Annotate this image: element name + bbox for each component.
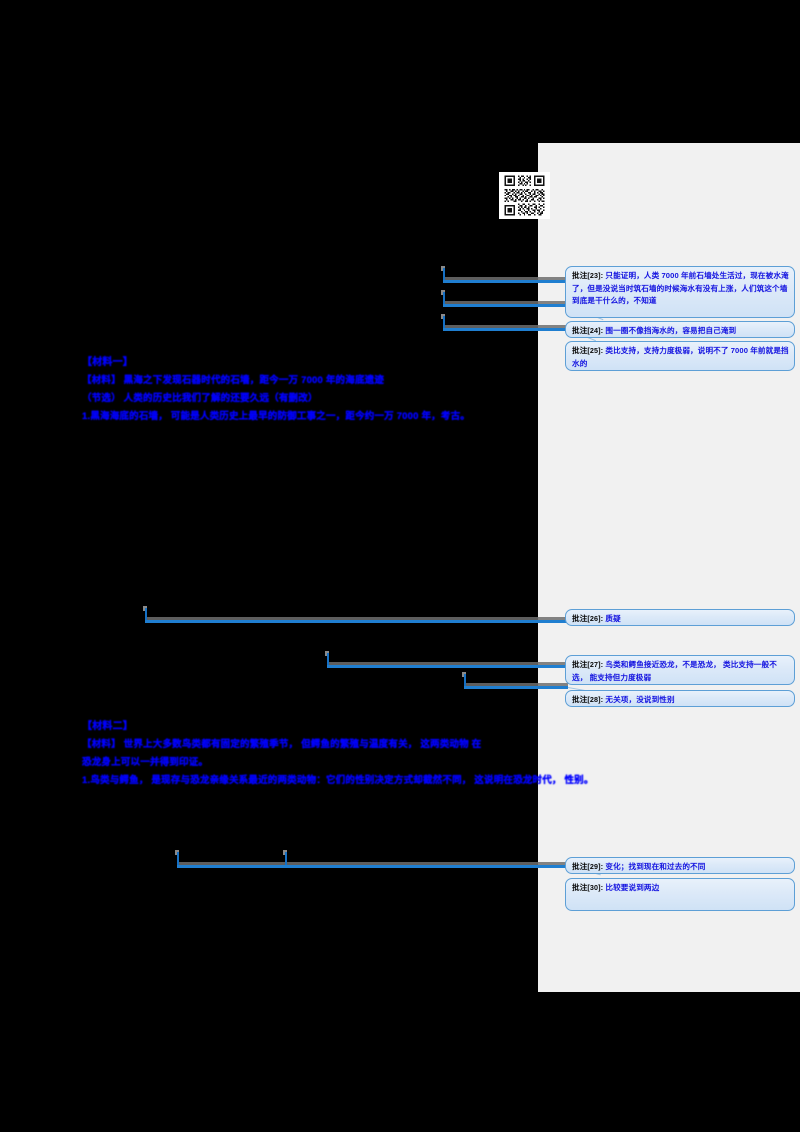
- comment-label-25: 批注: [572, 346, 588, 355]
- anchor-hbar: [145, 620, 568, 623]
- comment-index-29: [29]: [587, 862, 601, 871]
- anchor-hbar: [464, 686, 568, 689]
- comment-callout-24[interactable]: 批注[24]: 围一圈不像挡海水的，容易把自己淹到: [565, 321, 795, 338]
- material-one-heading: 【材料一】: [82, 357, 133, 368]
- qr-code-icon: [499, 172, 550, 219]
- anchor-vbar: [443, 316, 445, 330]
- comment-label-23: 批注: [572, 271, 588, 280]
- anchor-shadow: [179, 862, 568, 865]
- anchor-shadow: [445, 325, 568, 328]
- comment-index-23: [23]: [587, 271, 601, 280]
- anchor-vbar: [145, 608, 147, 622]
- comment-text-30: 比较要说到两边: [605, 883, 660, 892]
- comment-index-25: [25]: [587, 346, 601, 355]
- comment-text-24: 围一圈不像挡海水的，容易把自己淹到: [605, 326, 737, 335]
- comment-anchor-30[interactable]: [283, 850, 568, 868]
- anchor-shadow: [445, 301, 568, 304]
- comment-callout-28[interactable]: 批注[28]: 无关项，没说到性别: [565, 690, 795, 707]
- comment-anchor-23[interactable]: [441, 266, 568, 284]
- material-two-line-1: 【材料】 世界上大多数鸟类都有固定的繁殖季节， 但鳄鱼的繁殖与温度有关， 这两类…: [82, 739, 482, 750]
- comment-label-28: 批注: [572, 695, 588, 704]
- comment-index-26: [26]: [587, 614, 601, 623]
- comment-index-27: [27]: [587, 660, 601, 669]
- comment-text-25: 类比支持，支持力度极弱，说明不了 7000 年前就是挡水的: [572, 346, 789, 368]
- comment-anchor-27[interactable]: [325, 651, 568, 669]
- comment-text-23: 只能证明，人类 7000 年前石墙处生活过，现在被水淹了，但是没说当时筑石墙的时…: [572, 271, 789, 305]
- comment-callout-23[interactable]: 批注[23]: 只能证明，人类 7000 年前石墙处生活过，现在被水淹了，但是没…: [565, 266, 795, 318]
- comment-index-28: [28]: [587, 695, 601, 704]
- anchor-hbar: [443, 304, 568, 307]
- comment-index-24: [24]: [587, 326, 601, 335]
- comment-label-29: 批注: [572, 862, 588, 871]
- comment-callout-29[interactable]: 批注[29]: 变化；找到现在和过去的不同: [565, 857, 795, 874]
- anchor-shadow: [329, 662, 568, 665]
- anchor-hbar: [443, 328, 568, 331]
- anchor-shadow: [147, 617, 568, 620]
- anchor-hbar: [443, 280, 568, 283]
- anchor-vbar: [327, 653, 329, 667]
- comment-label-27: 批注: [572, 660, 588, 669]
- material-one-line-1: 【材料】 黑海之下发现石器时代的石墙，距今一万 7000 年的海底遗迹: [82, 375, 385, 386]
- comment-text-28: 无关项，没说到性别: [605, 695, 675, 704]
- anchor-hbar: [285, 865, 568, 868]
- body-text-block-material-two: 【材料二】 【材料】 世界上大多数鸟类都有固定的繁殖季节， 但鳄鱼的繁殖与温度有…: [82, 718, 594, 790]
- comment-callout-27[interactable]: 批注[27]: 鸟类和鳄鱼接近恐龙，不是恐龙， 类比支持一般不选， 能支持但力度…: [565, 655, 795, 685]
- comment-callout-25[interactable]: 批注[25]: 类比支持，支持力度极弱，说明不了 7000 年前就是挡水的: [565, 341, 795, 371]
- anchor-vbar: [285, 852, 287, 867]
- anchor-shadow: [466, 683, 568, 686]
- anchor-vbar: [464, 674, 466, 688]
- comment-label-24: 批注: [572, 326, 588, 335]
- material-one-line-2: （节选） 人类的历史比我们了解的还要久远（有删改）: [82, 393, 318, 404]
- anchor-hbar: [327, 665, 568, 668]
- comment-label-30: 批注: [572, 883, 588, 892]
- comment-anchor-24[interactable]: [441, 290, 568, 308]
- material-two-heading: 【材料二】: [82, 721, 133, 732]
- anchor-shadow: [445, 277, 568, 280]
- comment-text-29: 变化；找到现在和过去的不同: [605, 862, 706, 871]
- anchor-vbar: [443, 292, 445, 306]
- comment-text-27: 鸟类和鳄鱼接近恐龙，不是恐龙， 类比支持一般不选， 能支持但力度极弱: [572, 660, 777, 682]
- comment-index-30: [30]: [587, 883, 601, 892]
- material-two-line-2: 恐龙身上可以一并得到印证。: [82, 757, 209, 768]
- material-two-line-3: 1.鸟类与鳄鱼， 是现存与恐龙亲缘关系最近的两类动物：它们的性别决定方式却截然不…: [82, 775, 594, 786]
- comment-anchor-25[interactable]: [441, 314, 568, 332]
- qr-code-glyph: [503, 174, 546, 217]
- comment-text-26: 质疑: [605, 614, 621, 623]
- comment-callout-26[interactable]: 批注[26]: 质疑: [565, 609, 795, 626]
- body-text-block-material-one: 【材料一】 【材料】 黑海之下发现石器时代的石墙，距今一万 7000 年的海底遗…: [82, 354, 470, 426]
- material-one-line-3: 1.黑海海底的石墙， 可能是人类历史上最早的防御工事之一，距今约一万 7000 …: [82, 411, 470, 422]
- comment-anchor-28[interactable]: [462, 672, 568, 690]
- comment-callout-30[interactable]: 批注[30]: 比较要说到两边: [565, 878, 795, 911]
- comment-label-26: 批注: [572, 614, 588, 623]
- anchor-vbar: [177, 852, 179, 867]
- comment-anchor-26[interactable]: [143, 606, 568, 624]
- anchor-vbar: [443, 268, 445, 282]
